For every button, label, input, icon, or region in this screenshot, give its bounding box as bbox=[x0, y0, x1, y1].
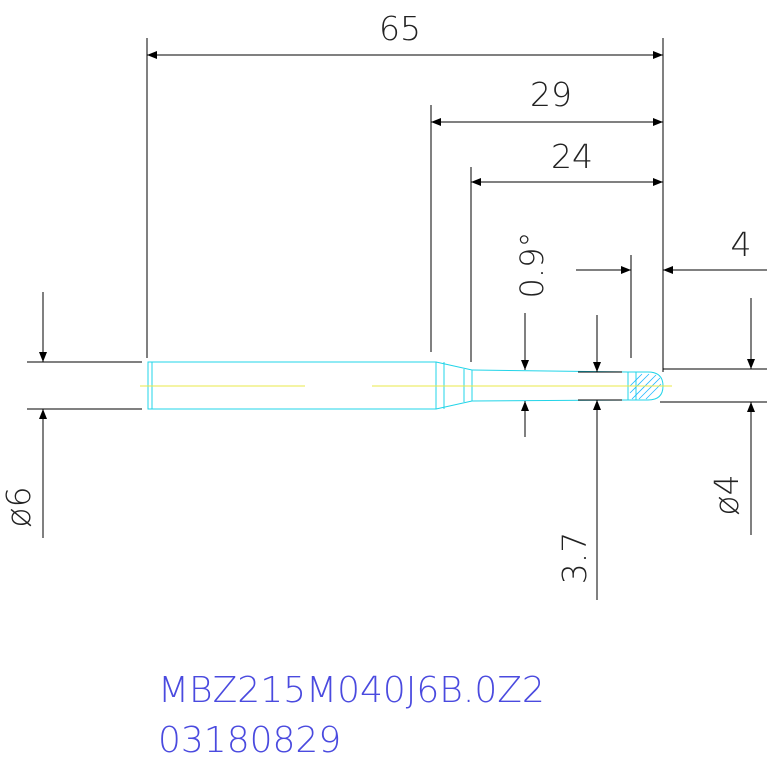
dim-label-37: 3.7 bbox=[555, 532, 594, 584]
dim-label-angle: 0.9° bbox=[513, 232, 551, 299]
dim-label-4: 4 bbox=[731, 225, 752, 264]
dimension-lines bbox=[27, 38, 767, 600]
part-model-number: MBZ215M040J6B.0Z2 bbox=[158, 670, 545, 711]
part-serial-number: 03180829 bbox=[158, 720, 341, 761]
dim-label-d6: ø6 bbox=[0, 486, 38, 527]
cutter-hatch bbox=[629, 373, 662, 400]
dim-label-65: 65 bbox=[379, 9, 421, 48]
neck-taper bbox=[435, 361, 473, 410]
dim-label-24: 24 bbox=[551, 137, 593, 176]
dim-label-29: 29 bbox=[530, 75, 572, 114]
dim-label-d4: ø4 bbox=[707, 474, 746, 515]
